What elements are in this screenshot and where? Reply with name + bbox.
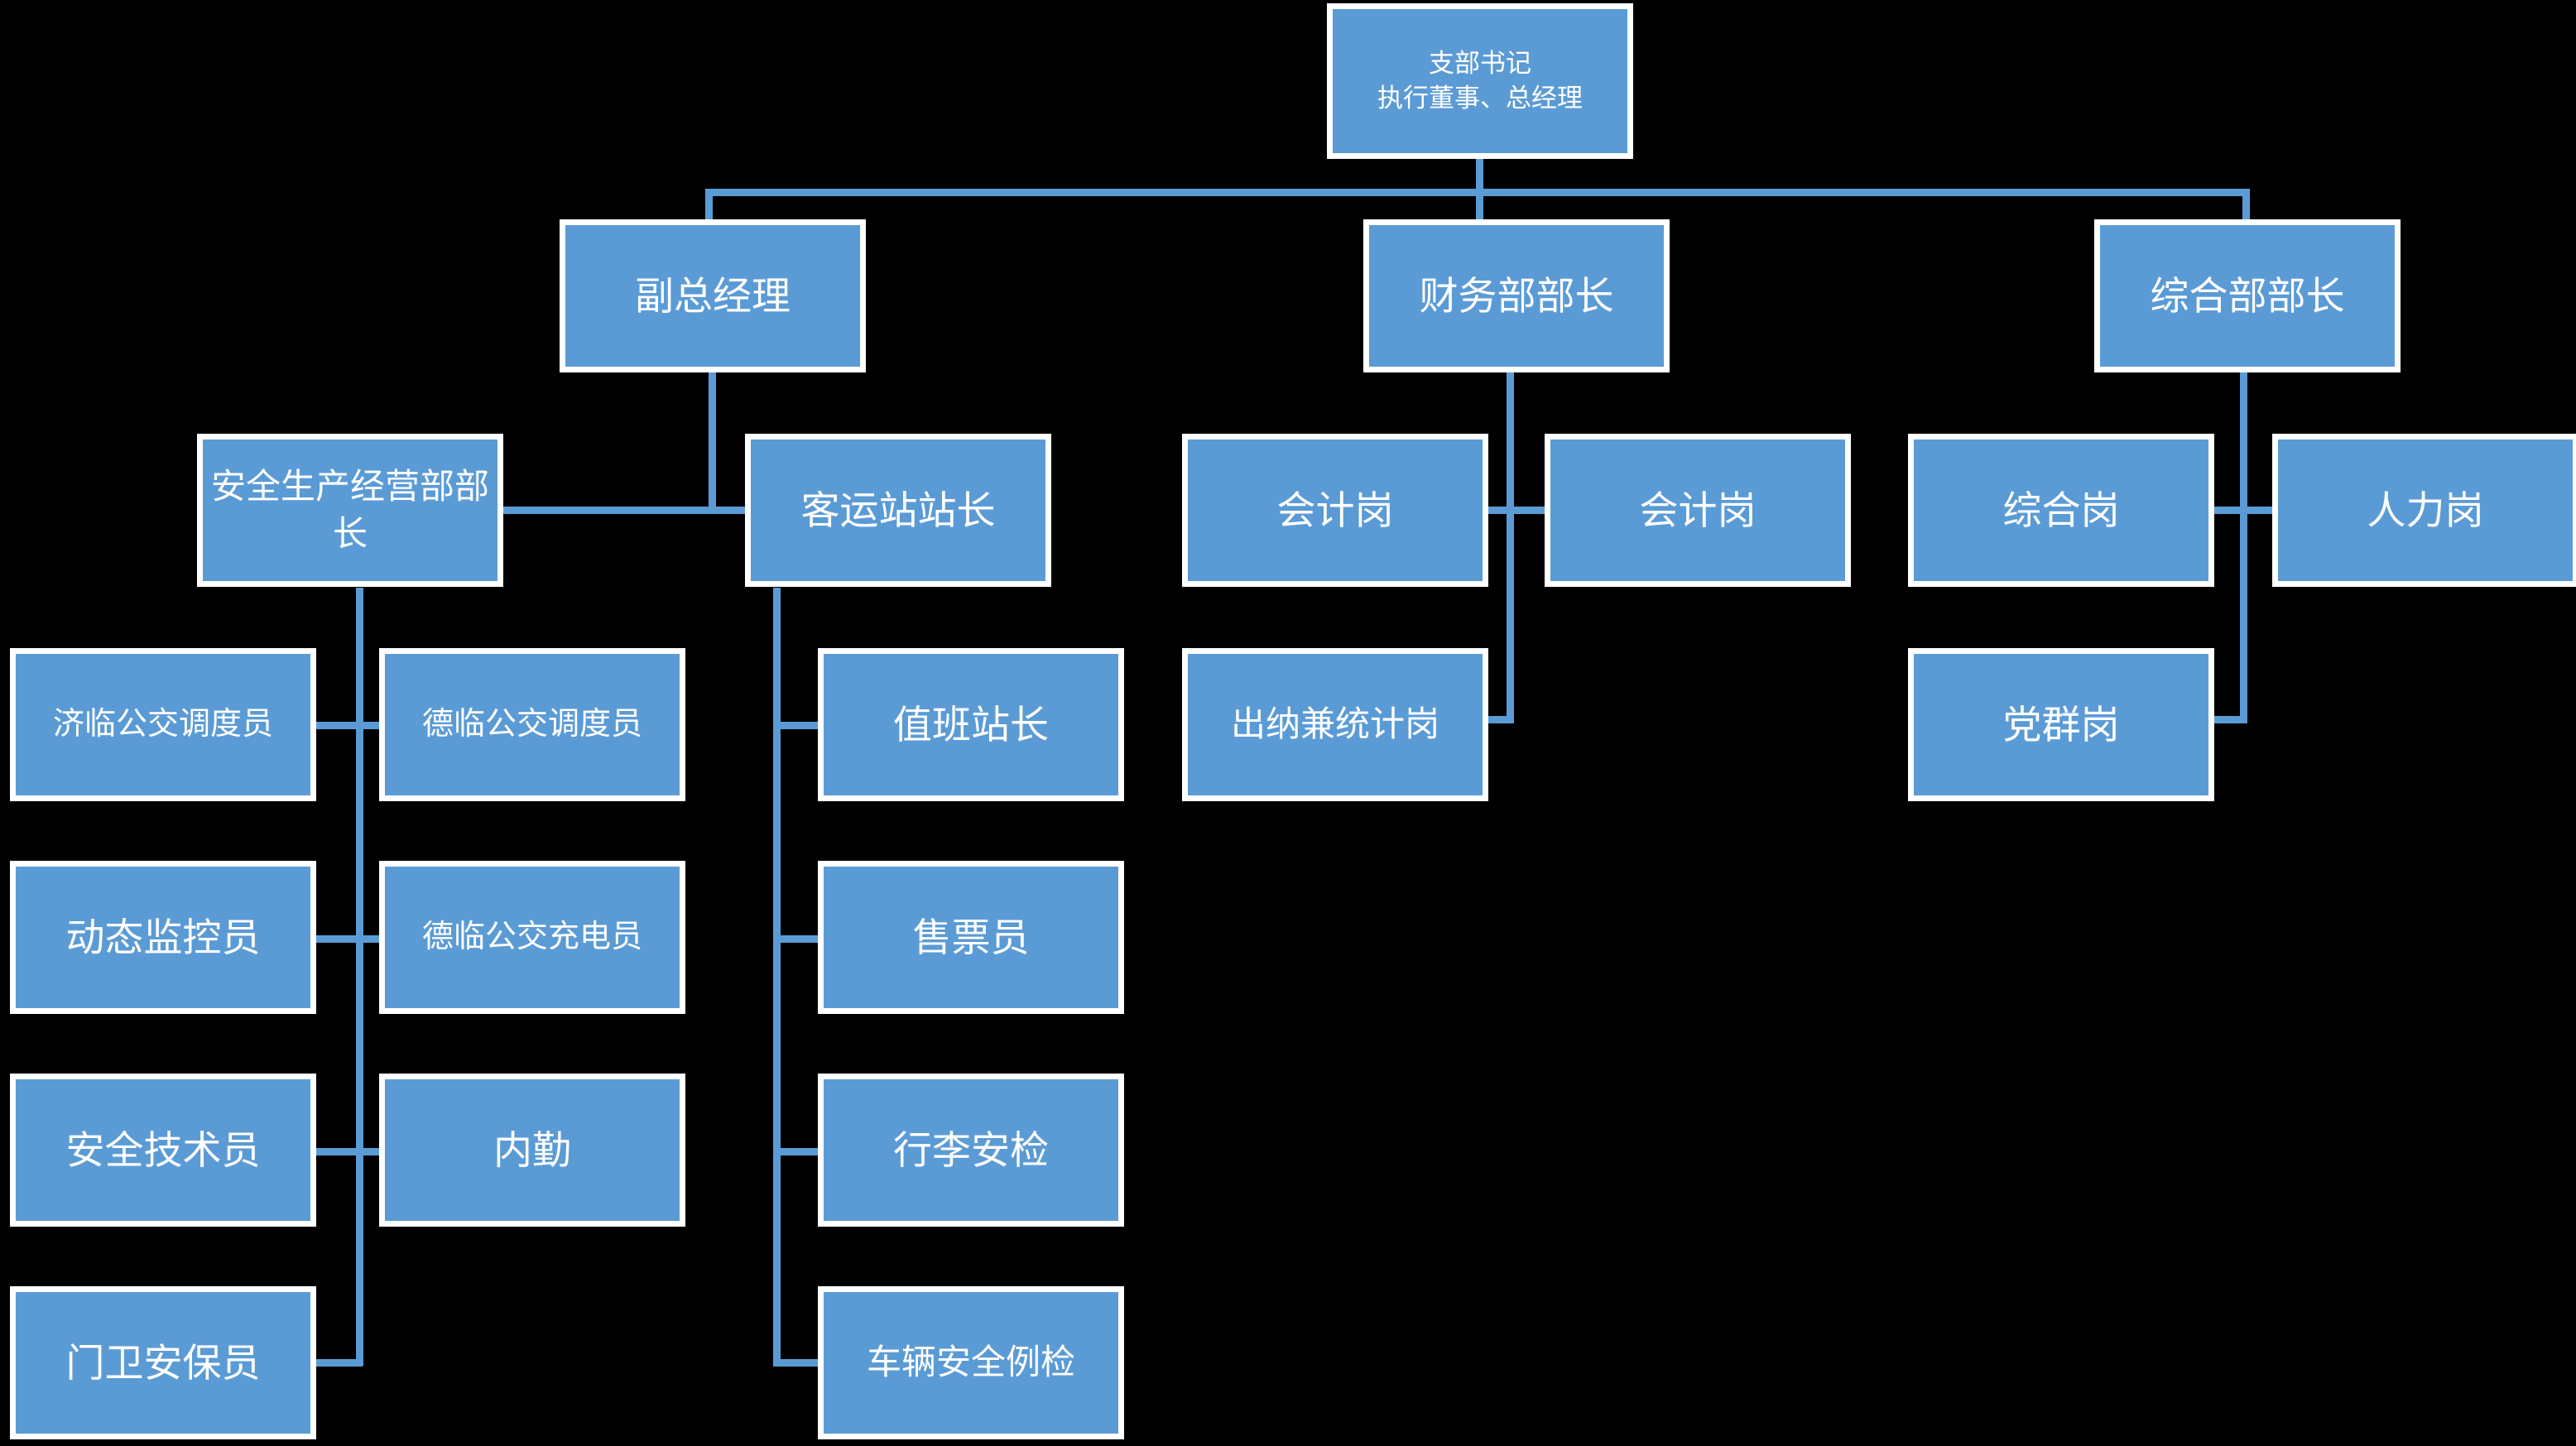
node-hr-post-label: 人力岗	[2367, 488, 2484, 532]
node-jilin-dispatcher[interactable]: 济临公交调度员	[10, 648, 316, 801]
node-delin-dispatcher-label: 德临公交调度员	[421, 706, 642, 742]
connector-deputy-gm-stem	[709, 371, 716, 513]
connector-admin-party-elbow	[2208, 716, 2247, 723]
node-station-head[interactable]: 客运站站长	[745, 434, 1051, 587]
connector-finance-spine	[1507, 371, 1514, 723]
connector-drop-admin-head	[2242, 189, 2250, 222]
node-delin-charger-label: 德临公交充电员	[421, 919, 642, 954]
node-gate-guard-label: 门卫安保员	[65, 1340, 261, 1385]
node-finance-head[interactable]: 财务部部长	[1363, 219, 1670, 372]
node-jilin-dispatcher-label: 济临公交调度员	[52, 706, 273, 742]
node-party-post[interactable]: 党群岗	[1908, 648, 2214, 801]
node-root[interactable]: 支部书记 执行董事、总经理	[1327, 3, 1633, 159]
connector-safety-row4-elbow	[316, 1359, 363, 1367]
node-cashier-stats[interactable]: 出纳兼统计岗	[1182, 648, 1488, 801]
node-dynamic-monitor[interactable]: 动态监控员	[10, 861, 316, 1014]
node-ticket-seller[interactable]: 售票员	[818, 861, 1124, 1014]
node-accountant-2[interactable]: 会计岗	[1545, 434, 1851, 587]
connector-station-row3	[773, 1148, 819, 1155]
connector-station-row1	[773, 722, 819, 729]
node-root-line1: 支部书记	[1429, 49, 1531, 79]
node-safety-technician[interactable]: 安全技术员	[10, 1074, 316, 1227]
node-deputy-gm[interactable]: 副总经理	[560, 219, 866, 372]
node-vehicle-inspection[interactable]: 车辆安全例检	[818, 1286, 1124, 1439]
connector-safety-row3	[316, 1148, 397, 1155]
node-accountant-1-label: 会计岗	[1276, 488, 1394, 532]
node-office-clerk-label: 内勤	[493, 1127, 571, 1172]
connector-deputy-gm-branch	[497, 507, 745, 514]
connector-station-row2	[773, 935, 819, 943]
node-general-post-label: 综合岗	[2002, 488, 2120, 532]
node-finance-head-label: 财务部部长	[1419, 273, 1614, 318]
node-dynamic-monitor-label: 动态监控员	[65, 915, 261, 959]
node-admin-head[interactable]: 综合部部长	[2094, 219, 2401, 372]
node-accountant-2-label: 会计岗	[1639, 488, 1757, 532]
node-delin-dispatcher[interactable]: 德临公交调度员	[379, 648, 685, 801]
node-station-head-label: 客运站站长	[800, 488, 996, 532]
node-vehicle-inspection-label: 车辆安全例检	[866, 1343, 1075, 1382]
connector-admin-spine	[2240, 371, 2247, 723]
node-hr-post[interactable]: 人力岗	[2272, 434, 2576, 587]
connector-drop-deputy-gm	[705, 189, 713, 222]
node-baggage-security-label: 行李安检	[893, 1127, 1049, 1172]
node-safety-technician-label: 安全技术员	[65, 1127, 261, 1172]
node-duty-station-master-label: 值班站长	[893, 702, 1049, 747]
connector-safety-row2	[316, 935, 397, 943]
node-accountant-1[interactable]: 会计岗	[1182, 434, 1488, 587]
node-safety-head-label: 安全生产经营部部长	[210, 466, 489, 553]
connector-finance-cashier-elbow	[1475, 716, 1514, 723]
connector-root-stem	[1476, 158, 1483, 190]
connector-admin-posts	[2208, 507, 2288, 514]
connector-station-row4	[773, 1359, 819, 1367]
node-deputy-gm-label: 副总经理	[635, 273, 791, 318]
node-party-post-label: 党群岗	[2002, 702, 2120, 747]
connector-station-spine	[773, 588, 781, 1366]
node-baggage-security[interactable]: 行李安检	[818, 1074, 1124, 1227]
connector-safety-spine	[356, 588, 363, 1366]
connector-safety-row1	[316, 722, 397, 729]
node-root-text: 支部书记 执行董事、总经理	[1377, 46, 1583, 116]
node-ticket-seller-label: 售票员	[912, 915, 1030, 959]
node-delin-charger[interactable]: 德临公交充电员	[379, 861, 685, 1014]
connector-drop-finance-head	[1476, 189, 1483, 222]
node-admin-head-label: 综合部部长	[2150, 273, 2345, 318]
connector-finance-accountants	[1475, 507, 1555, 514]
node-office-clerk[interactable]: 内勤	[379, 1074, 685, 1227]
node-safety-head[interactable]: 安全生产经营部部长	[197, 434, 503, 587]
node-duty-station-master[interactable]: 值班站长	[818, 648, 1124, 801]
node-cashier-stats-label: 出纳兼统计岗	[1230, 704, 1439, 744]
node-general-post[interactable]: 综合岗	[1908, 434, 2214, 587]
node-root-line2: 执行董事、总经理	[1377, 84, 1583, 113]
node-gate-guard[interactable]: 门卫安保员	[10, 1286, 316, 1439]
